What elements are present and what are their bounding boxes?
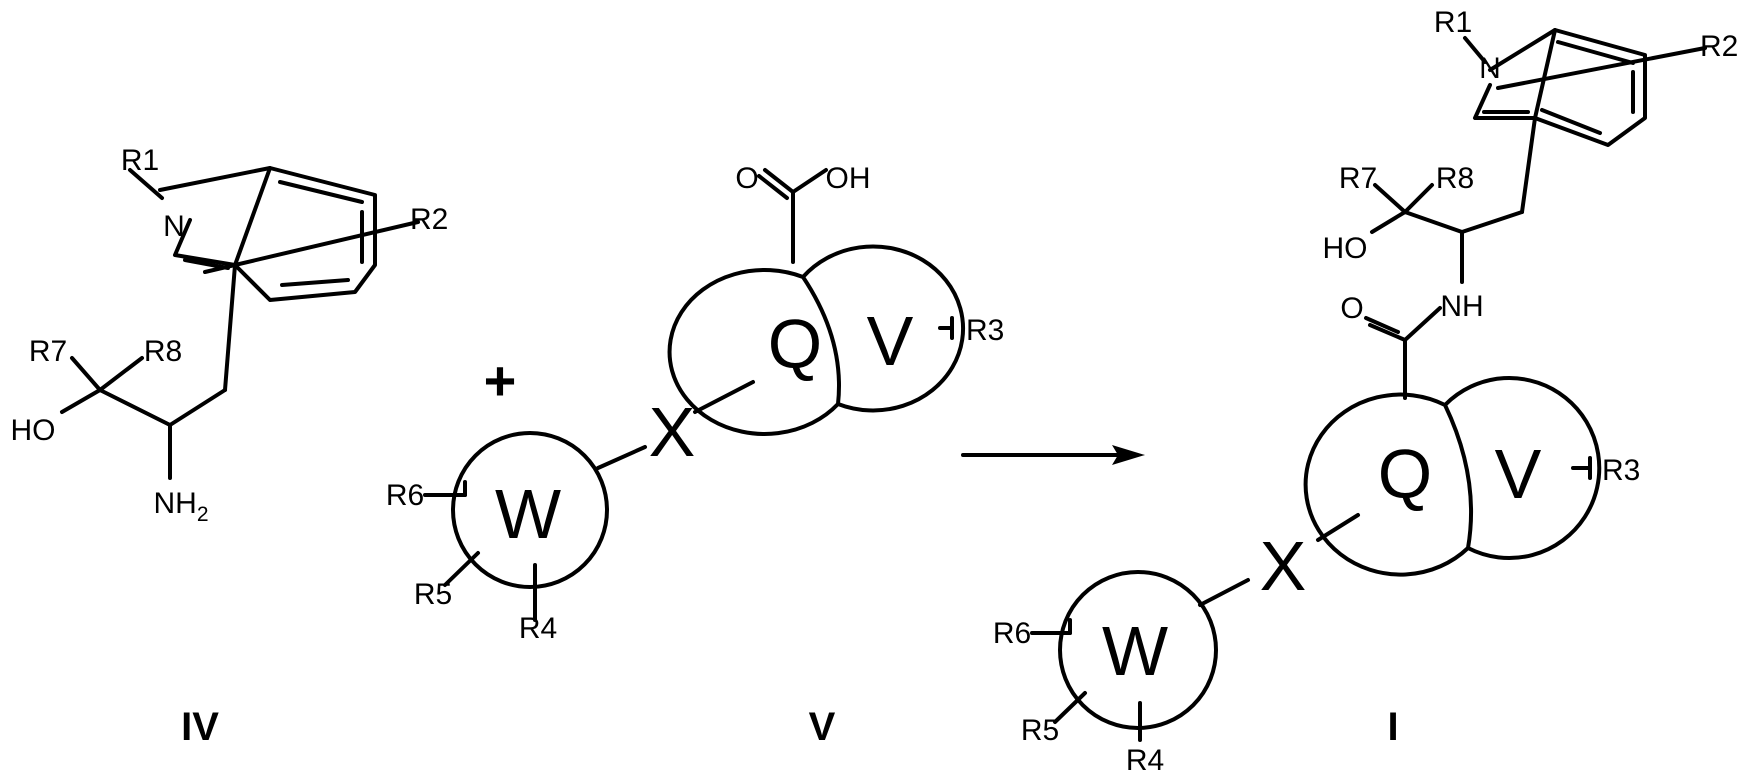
compound-iv-n-atom: N <box>163 210 185 243</box>
compound-i-r1-label: R1 <box>1434 6 1472 39</box>
compound-v-r3-label: R3 <box>966 314 1004 347</box>
compound-iv-ho-label: HO <box>11 414 56 447</box>
compound-id-i: I <box>1387 705 1398 749</box>
compound-iv: N R1 R2 R7 R8 HO NH2 <box>11 144 449 526</box>
compound-iv-r2-label: R2 <box>410 203 448 236</box>
compound-i-r5-label: R5 <box>1021 714 1059 747</box>
compound-v-r5-label: R5 <box>414 578 452 611</box>
compound-i-r4-label: R4 <box>1126 744 1164 777</box>
compound-i-w-ring-label: W <box>1102 612 1168 690</box>
compound-v-r6-label: R6 <box>386 479 424 512</box>
compound-i-q-ring-label: Q <box>1378 435 1432 513</box>
compound-v-oh-label: OH <box>826 162 871 195</box>
compound-iv-r7-label: R7 <box>29 335 67 368</box>
compound-v-r4-label: R4 <box>519 612 557 645</box>
compound-iv-r1-label: R1 <box>121 144 159 177</box>
compound-iv-bonds <box>62 168 418 478</box>
compound-i-r6-label: R6 <box>993 617 1031 650</box>
compound-i-r3-label: R3 <box>1602 454 1640 487</box>
compound-i-r7-label: R7 <box>1339 162 1377 195</box>
compound-i-r8-label: R8 <box>1436 162 1474 195</box>
compound-v-o-atom: O <box>735 162 758 195</box>
reaction-arrow <box>963 445 1145 465</box>
compound-v: O OH Q V R3 X W R6 R5 R4 <box>386 162 1005 645</box>
compound-i-nh-label: NH <box>1440 290 1483 323</box>
compound-i-o-atom: O <box>1340 292 1363 325</box>
compound-id-iv: IV <box>181 705 219 749</box>
compound-i-r2-label: R2 <box>1700 30 1738 63</box>
compound-id-v: V <box>809 705 836 749</box>
compound-iv-nh2-label: NH2 <box>153 487 208 526</box>
compound-v-x-linker: X <box>649 393 696 471</box>
compound-v-v-ring-label: V <box>867 302 914 380</box>
plus-sign: + <box>484 349 517 412</box>
compound-iv-r8-label: R8 <box>144 335 182 368</box>
compound-v-w-ring-label: W <box>495 475 561 553</box>
compound-i-ho-label: HO <box>1323 232 1368 265</box>
compound-i-v-ring-label: V <box>1495 435 1542 513</box>
compound-i-n-atom: N <box>1479 52 1501 85</box>
compound-i: N R1 R2 R7 R8 HO NH O Q V R3 X W R6 R5 R… <box>993 6 1739 777</box>
compound-i-x-linker: X <box>1260 527 1307 605</box>
compound-i-qv-fused-ring <box>1306 378 1600 575</box>
compound-v-q-ring-label: Q <box>768 305 822 383</box>
